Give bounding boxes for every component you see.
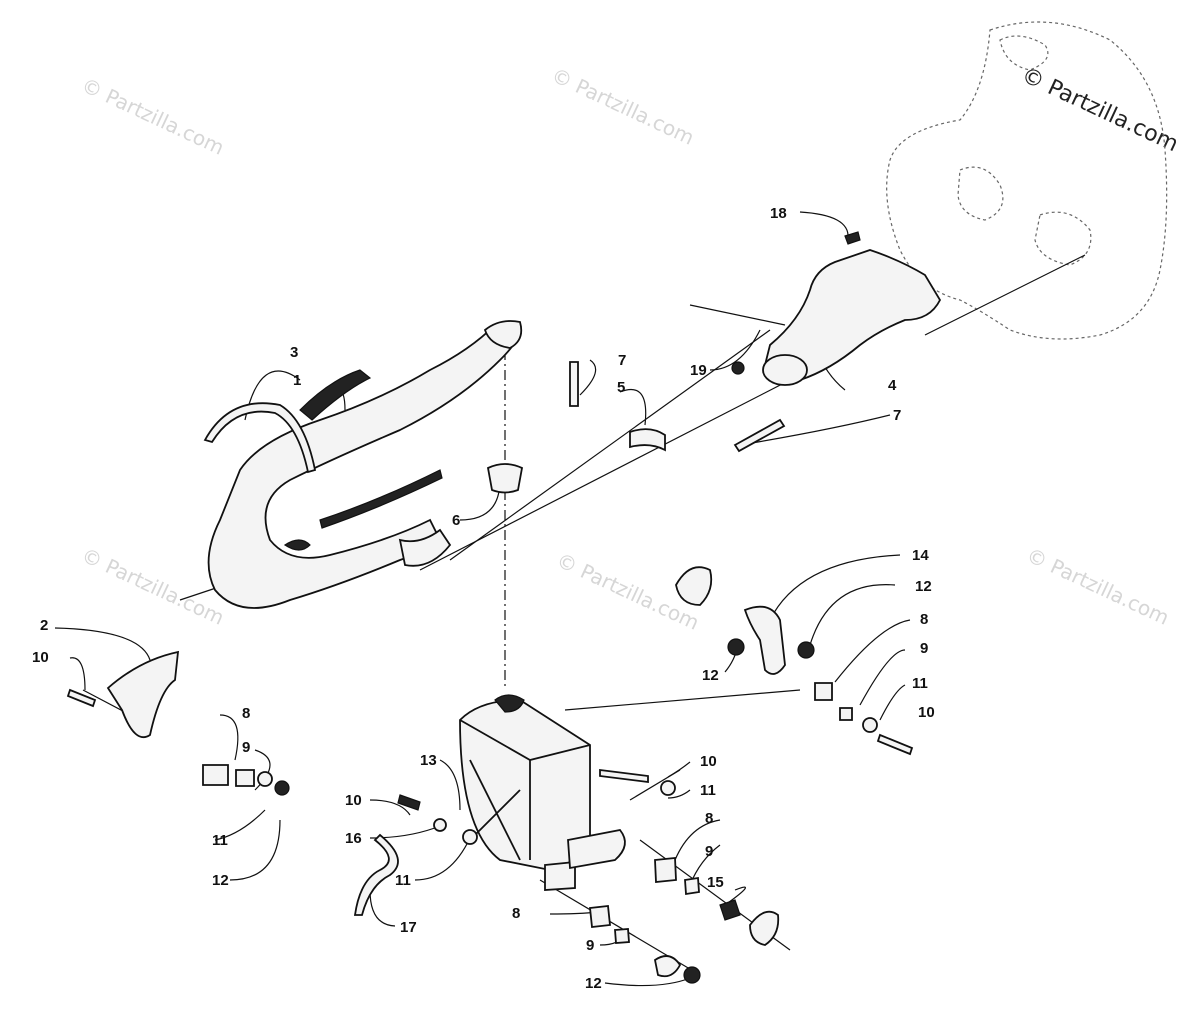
grommet (486, 463, 524, 494)
bolt-18 (844, 231, 861, 245)
callout-16: 16 (345, 830, 362, 847)
callout-10-mid: 10 (700, 753, 717, 770)
engine-outline (886, 21, 1168, 340)
collar (629, 428, 666, 452)
callout-12-left: 12 (212, 872, 229, 889)
callout-10-left: 10 (32, 649, 49, 666)
sleeve-9-low (614, 928, 630, 944)
rear-bracket (106, 650, 180, 739)
washer-left (257, 771, 273, 787)
nut-12-right (797, 641, 815, 659)
callout-7-upper: 7 (618, 352, 626, 369)
callout-7-lower: 7 (893, 407, 901, 424)
callout-2: 2 (40, 617, 48, 634)
callout-9-right: 9 (920, 640, 928, 657)
brand-watermark: © Partzilla.com (1017, 63, 1181, 157)
bolt-left (66, 688, 97, 708)
callout-11-lower: 11 (395, 872, 411, 889)
hanger-strap (203, 402, 317, 474)
spring-upper (569, 361, 579, 407)
washer-16 (433, 818, 447, 832)
bushing-left (202, 764, 229, 786)
bushing-8-low (589, 905, 611, 928)
callout-12-mid: 12 (702, 667, 719, 684)
callout-1: 1 (293, 372, 301, 389)
spring-lower (733, 418, 786, 453)
expansion-chamber (207, 320, 523, 609)
callout-14: 14 (912, 547, 929, 564)
watermark-5: © Partzilla.com (1023, 543, 1173, 630)
nut-19 (731, 361, 745, 375)
sleeve-9-right (839, 707, 853, 721)
callout-6: 6 (452, 512, 460, 529)
bolt-10-mid (599, 768, 649, 784)
sleeve-left (235, 769, 255, 787)
callout-12-right: 12 (915, 578, 932, 595)
washer-11-right (862, 717, 878, 733)
sensor-wire (353, 833, 399, 916)
callout-12-low: 12 (585, 975, 602, 992)
sleeve-9-mid (684, 876, 700, 896)
callout-9-low: 9 (586, 937, 594, 954)
bracket-lower-right (567, 829, 626, 870)
callout-8-low: 8 (512, 905, 520, 922)
callout-5: 5 (617, 379, 625, 396)
callout-10-lower: 10 (345, 792, 362, 809)
callout-10-right: 10 (918, 704, 935, 721)
callout-8-right: 8 (920, 611, 928, 628)
nut-12-low (683, 966, 701, 984)
grommet-plate-lower (749, 910, 780, 946)
callouts: 1 2 3 4 5 6 7 7 8 8 8 8 9 9 9 9 10 10 10… (32, 205, 935, 992)
bushing-8-right (814, 682, 833, 701)
callout-11-left: 11 (212, 832, 228, 849)
grommet-low (653, 955, 682, 978)
callout-19: 19 (690, 362, 707, 379)
callout-17: 17 (400, 919, 417, 936)
callout-8-mid: 8 (705, 810, 713, 827)
washer-11-mid (660, 780, 676, 796)
callout-9-mid: 9 (705, 843, 713, 860)
watermark-3: © Partzilla.com (78, 543, 228, 630)
callout-15: 15 (707, 874, 724, 891)
callout-11-right: 11 (912, 675, 928, 692)
callout-8-left: 8 (242, 705, 250, 722)
nut-12-left (727, 638, 745, 656)
manifold-socket (762, 354, 808, 386)
nut-15 (719, 899, 741, 921)
callout-11-mid: 11 (700, 782, 716, 799)
callout-9-left: 9 (242, 739, 250, 756)
grommet-plate (675, 566, 713, 606)
bolt-10-lower (397, 794, 421, 811)
nut-left (274, 780, 290, 796)
watermark-2: © Partzilla.com (548, 63, 698, 150)
callout-13: 13 (420, 752, 437, 769)
callout-4: 4 (888, 377, 897, 394)
bolt-10-right (876, 733, 914, 756)
silencer (459, 694, 591, 891)
bushing-8-mid (654, 857, 677, 883)
callout-18: 18 (770, 205, 787, 222)
mount-bracket (743, 605, 786, 675)
watermark-1: © Partzilla.com (78, 73, 228, 160)
callout-3: 3 (290, 344, 298, 361)
washer-11-lower (462, 829, 478, 845)
